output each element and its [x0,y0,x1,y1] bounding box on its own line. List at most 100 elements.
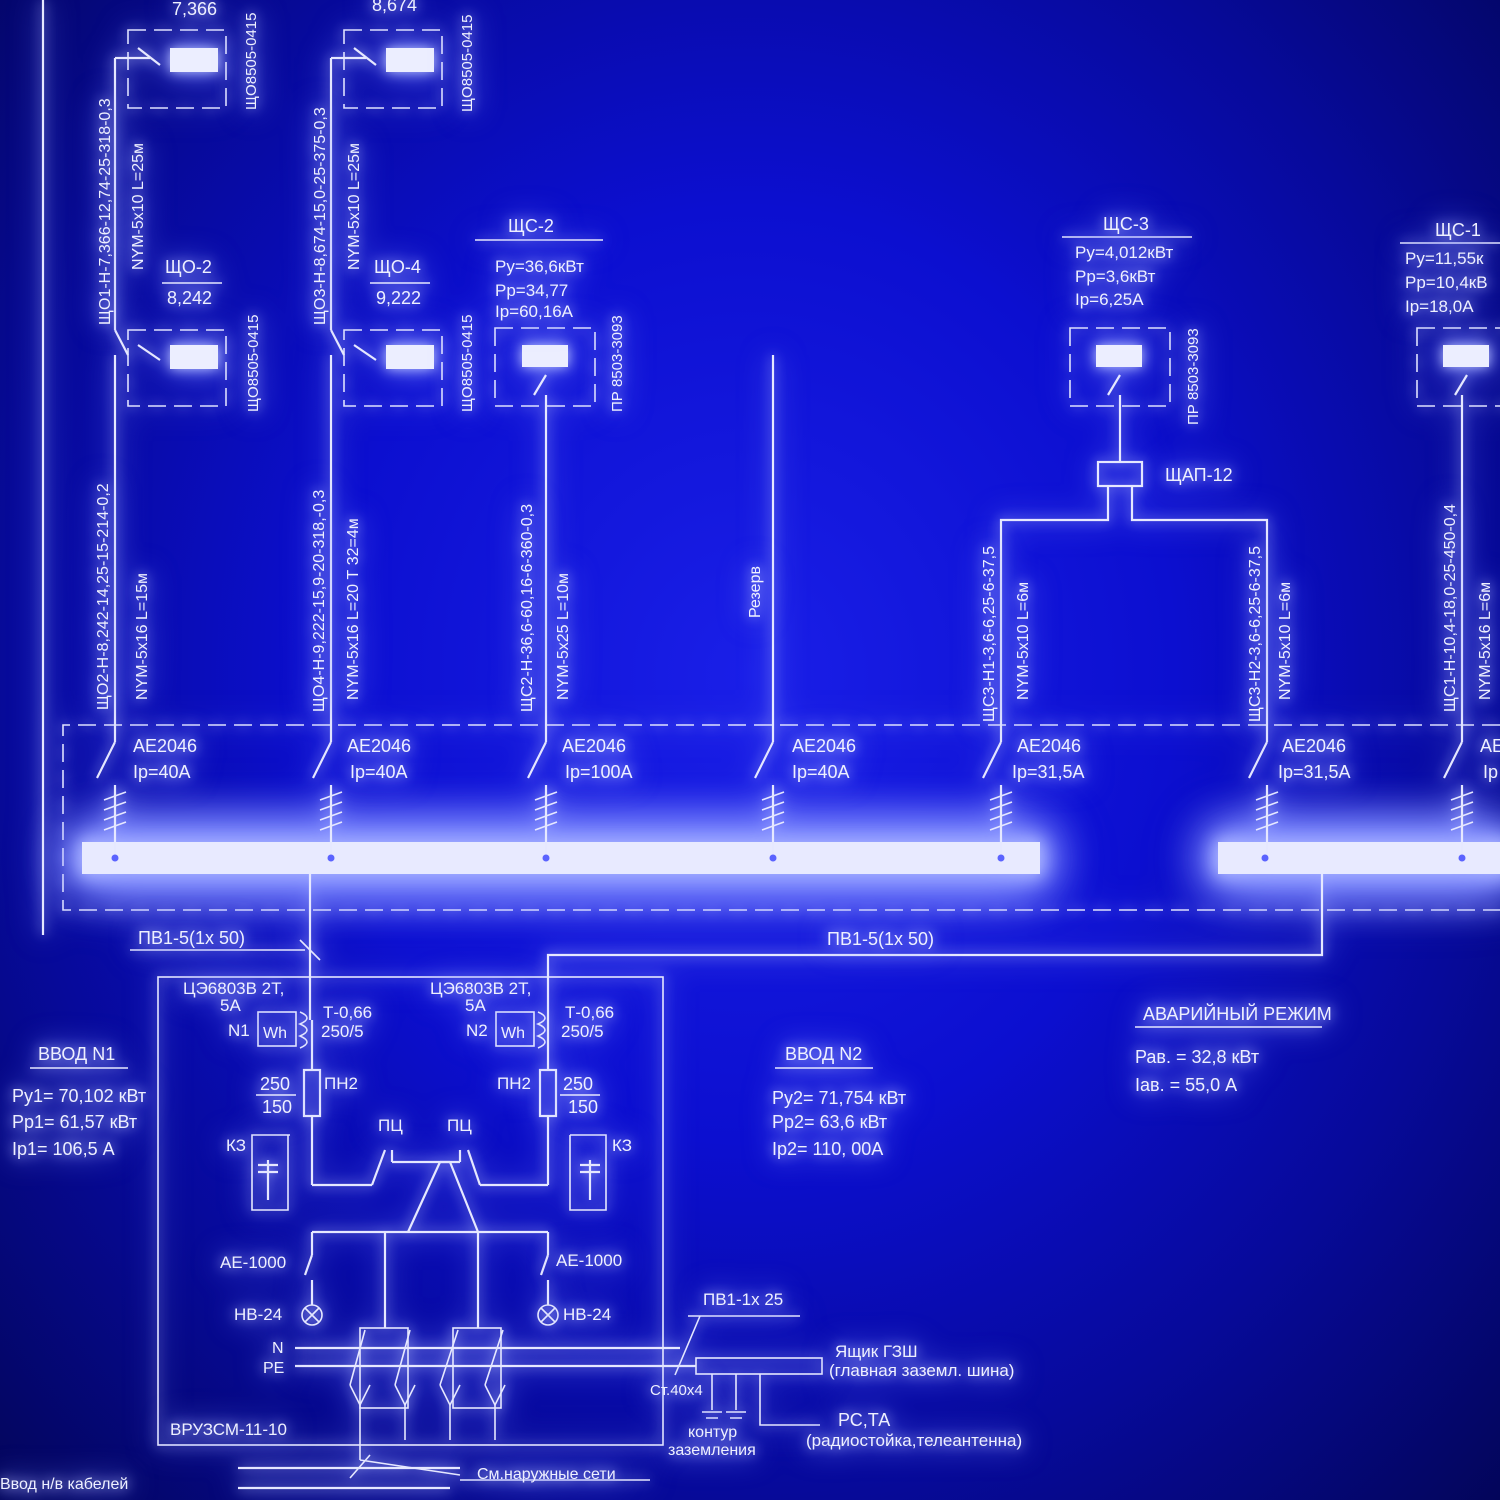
shs3-branch [982,236,1279,862]
feeder-4 [754,355,785,862]
f2-current: Iр=40А [350,762,408,782]
fuse-2 [538,1068,558,1118]
shs3-name: ЩС-3 [1103,214,1149,234]
f2-cable: ЩО4-Н-9,222-15,9-20-318,-0,3 [311,490,328,712]
f3-ru: Ру=36,6кВт [495,257,584,276]
meter1-ct: Т-0,66 [323,1003,372,1022]
f1-panel-name: ЩО-2 [165,257,212,277]
meter1-ratio: 250/5 [321,1022,364,1041]
f1-cable-type: NYM-5х16 L=15м [134,573,151,700]
f7-ru: Ру=11,55к [1405,249,1484,268]
kz-1: КЗ [226,1136,246,1155]
fuse2-bottom: 150 [568,1097,598,1117]
f6-current: Iр=31,5А [1278,762,1351,782]
shs3-ip: Iр=6,25А [1075,290,1144,309]
f1-cable-upper: ЩО1-Н-7,366-12,74-25-318-0,3 [97,98,114,325]
meter1-amp: 5А [220,996,241,1015]
kontur-1: контур [688,1424,737,1441]
vvod1-ip: Iр1= 106,5 А [12,1139,115,1159]
f5-current: Iр=31,5А [1012,762,1085,782]
panel-shchO1-frame [127,29,227,109]
f3-breaker: АЕ2046 [562,736,626,756]
f1-top-value: 7,366 [172,0,217,19]
f4-reserve: Резерв [747,566,764,618]
f1-cable: ЩО2-Н-8,242-14,25-15-214-0,2 [95,483,112,710]
pe-label: PE [263,1360,284,1377]
f7-current: Iр [1483,762,1498,782]
meter1-n: N1 [228,1021,250,1040]
f1-breaker: АЕ2046 [133,736,197,756]
avar-title: АВАРИЙНЫЙ РЕЖИМ [1143,1003,1332,1024]
f1-panel-type-top: ЩО8505-0415 [243,13,260,110]
feed-cable-1: ПВ1-5(1х 50) [138,928,245,948]
shs3-rp: Рр=3,6кВт [1075,267,1156,286]
shap-12-block [1096,460,1144,488]
vvod2-title: ВВОД N2 [785,1044,862,1064]
vru-cabinet [157,976,664,1446]
f3-current: Iр=100А [565,762,633,782]
f7-panel-name: ЩС-1 [1435,220,1481,240]
feed-cable-2: ПВ1-5(1х 50) [827,929,934,949]
rs-label-1: РС,ТА [838,1410,890,1430]
f4-breaker: АЕ2046 [792,736,856,756]
f1-panel-type: ЩО8505-0415 [245,315,262,412]
f4-current: Iр=40А [792,762,850,782]
kz-2: КЗ [612,1136,632,1155]
f2-breaker: АЕ2046 [347,736,411,756]
hv24-2: НВ-24 [563,1305,611,1324]
meter2-wh: Wh [501,1025,525,1042]
f1-current: Iр=40А [133,762,191,782]
ae1000-1: АЕ-1000 [220,1253,286,1272]
f6-cable: ЩС3-Н2-3,6-6,25-6-37,5 [1247,546,1264,722]
f6-cable-type: NYM-5х10 L=6м [1277,582,1294,700]
meter-1-box [257,1011,297,1047]
f3-ip: Iр=60,16А [495,302,574,321]
fuse1-bottom: 150 [262,1097,292,1117]
meter1-model: ЦЭ6803В 2Т, [183,979,284,998]
vvod1-title: ВВОД N1 [38,1044,115,1064]
f7-rp: Рр=10,4кВ [1405,273,1488,292]
f3-panel-name: ЩС-2 [508,216,554,236]
gzsh-bar [695,1357,823,1375]
f2-cable-type: NYM-5х16 L=20 Т 32=4м [345,518,362,700]
f7-breaker: АЕ [1480,736,1500,756]
f3-cable: ЩС2-Н-36,6-60,16-6-360-0,3 [519,504,536,712]
f2-panel-name: ЩО-4 [374,257,421,277]
meter2-model: ЦЭ6803В 2Т, [430,979,531,998]
busbar-section-1 [82,842,1040,874]
vvod2-rp: Рр2= 63,6 кВт [772,1112,887,1132]
meter2-amp: 5А [465,996,486,1015]
meter1-wh: Wh [263,1025,287,1042]
meter2-ct: Т-0,66 [565,1003,614,1022]
meter-2-box [495,1011,535,1047]
meter2-n: N2 [466,1021,488,1040]
f7-cable-type: NYM-5х16 L=6м [1477,582,1494,700]
f7-ip: Iр=18,0А [1405,297,1474,316]
lamp-2 [537,1304,559,1326]
shap-12-label: ЩАП-12 [1165,465,1233,485]
f3-panel-type: ПР 8503-3093 [609,315,626,412]
vvod2-ip: Iр2= 110, 00А [772,1139,883,1159]
f7-cable: ЩС1-Н-10,4-18,0-25-450-0,4 [1442,504,1459,712]
gzsh-label-1: Ящик ГЗШ [835,1342,918,1361]
avar-p: Рав. = 32,8 кВт [1135,1047,1259,1067]
fuse1-label: ПН2 [324,1074,358,1093]
vru-label: ВРУЗСМ-11-10 [170,1420,287,1439]
cable-entry-label: Ввод н/в кабелей [0,1476,128,1493]
avar-i: Iав. = 55,0 А [1135,1075,1237,1095]
lamp-1 [301,1304,323,1326]
panel-shchO1-breaker [170,48,218,72]
hv24-1: НВ-24 [234,1305,282,1324]
meter2-ratio: 250/5 [561,1022,604,1041]
vvod1-ru: Ру1= 70,102 кВт [12,1086,146,1106]
f5-cable: ЩС3-Н1-3,6-6,25-6-37,5 [981,546,998,722]
feeder-1 [96,29,227,862]
f2-panel-type-top: ЩО8505-0415 [459,15,476,112]
f2-panel-type: ЩО8505-0415 [459,315,476,412]
panel-shchO2-breaker [170,345,218,369]
f1-panel-value: 8,242 [167,288,212,308]
shs3-ru: Ру=4,012кВт [1075,243,1174,262]
